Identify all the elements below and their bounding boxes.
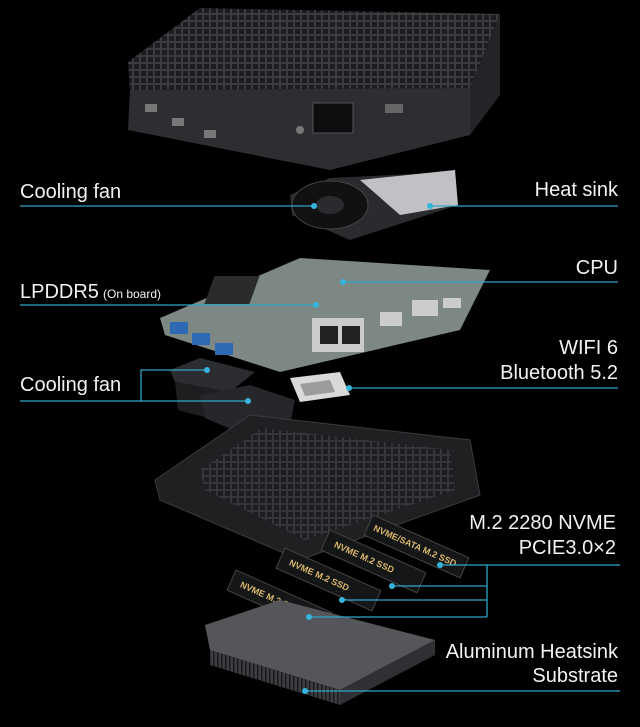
label-bluetooth: Bluetooth 5.2	[500, 362, 618, 384]
usb-port	[192, 333, 210, 345]
wifi-card	[290, 372, 350, 402]
front-display-window	[312, 102, 354, 134]
bottom-case	[154, 414, 481, 561]
hdmi-port	[412, 300, 438, 316]
heat-sink-part	[360, 170, 458, 215]
label-aluminum-heatsink: Aluminum Heatsink	[446, 641, 619, 663]
usb-port	[170, 322, 188, 334]
label-m2-nvme: M.2 2280 NVME	[469, 512, 616, 534]
motherboard	[160, 258, 490, 372]
label-cooling-fan-bottom: Cooling fan	[20, 374, 121, 396]
usb-port	[215, 343, 233, 355]
label-cooling-fan-top: Cooling fan	[20, 181, 121, 203]
label-wifi: WIFI 6	[559, 337, 618, 359]
label-cpu: CPU	[576, 257, 618, 279]
usb-port	[172, 118, 184, 126]
cpu-chip	[204, 276, 260, 304]
usb-c-port	[443, 298, 461, 308]
label-lpddr5: LPDDR5	[20, 281, 99, 303]
audio-jack	[296, 126, 304, 134]
usb-port	[204, 130, 216, 138]
label-substrate: Substrate	[532, 665, 618, 687]
hdmi-port	[380, 312, 402, 326]
label-heat-sink: Heat sink	[535, 179, 619, 201]
label-pcie: PCIE3.0×2	[519, 537, 616, 559]
label-lpddr5-note: (On board)	[103, 287, 161, 301]
hdmi-port	[385, 104, 403, 113]
leader-lines	[20, 203, 620, 694]
aluminum-heatsink-substrate	[205, 600, 435, 705]
cooling-fan-top-part	[290, 170, 458, 240]
usb-port	[145, 104, 157, 112]
mini-pc-chassis	[128, 8, 500, 170]
